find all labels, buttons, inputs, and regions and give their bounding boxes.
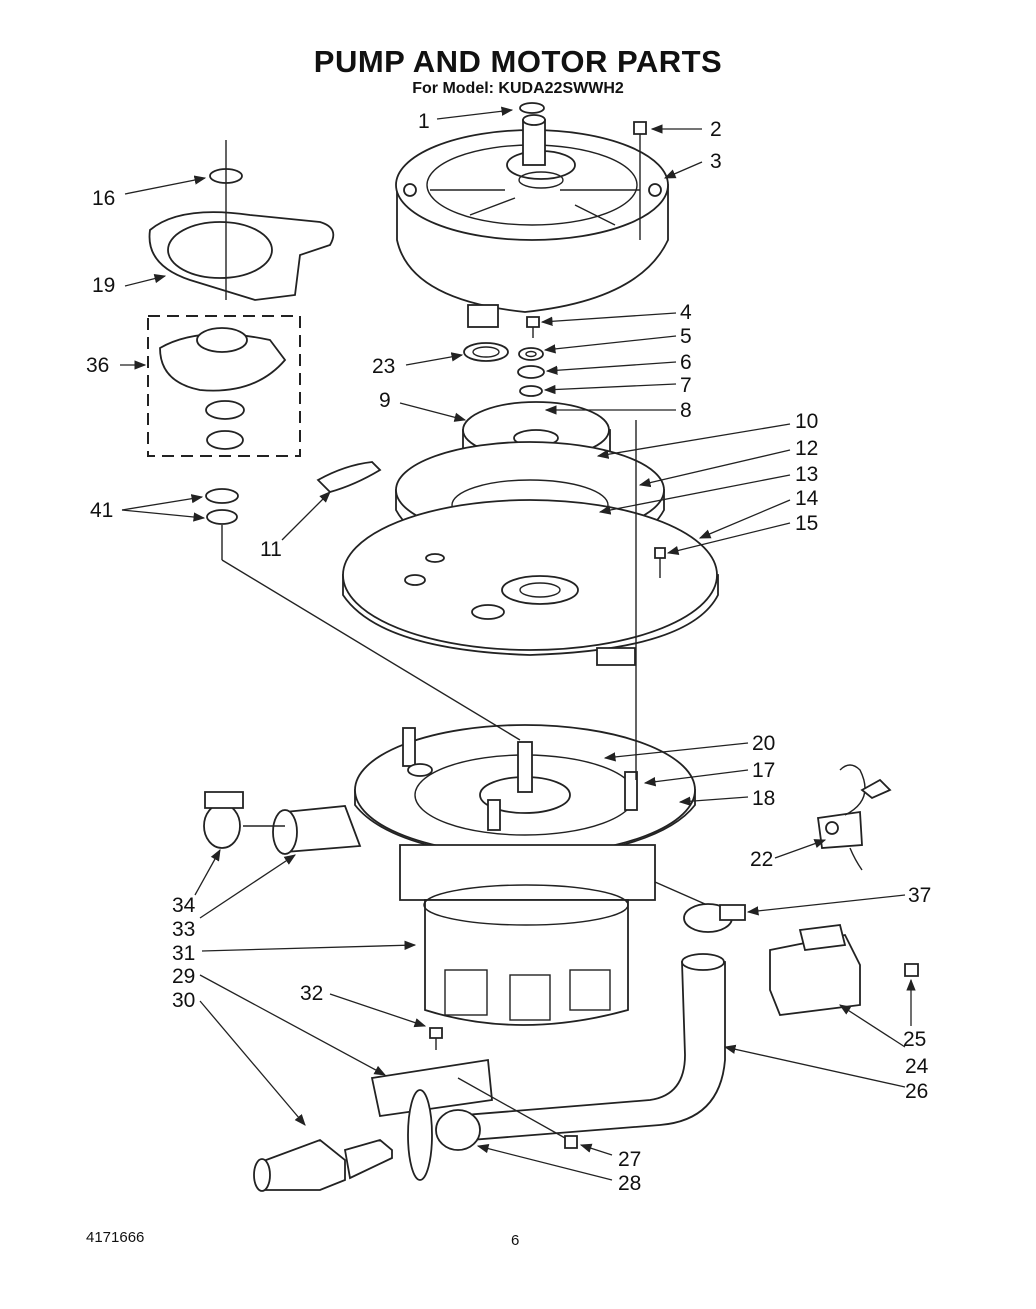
callout-32: 32 xyxy=(300,982,323,1005)
callout-34: 34 xyxy=(172,894,196,917)
callout-4: 4 xyxy=(680,301,692,324)
callout-3: 3 xyxy=(710,150,722,173)
sensor-with-wire xyxy=(816,764,892,871)
callout-26: 26 xyxy=(905,1080,928,1103)
lower-pump-housing xyxy=(354,724,696,861)
leader-lines xyxy=(120,106,916,1181)
callout-36: 36 xyxy=(86,354,109,377)
document-number: 4171666 xyxy=(86,1229,145,1246)
seal-assembly xyxy=(147,140,521,741)
callout-7: 7 xyxy=(680,374,692,397)
pump-motor xyxy=(399,844,656,1026)
callout-41: 41 xyxy=(90,499,113,522)
callout-15: 15 xyxy=(795,512,818,535)
callout-labels: 1 2 3 4 5 6 7 8 9 10 12 13 14 15 16 19 3… xyxy=(86,110,931,1195)
bracket-11 xyxy=(316,461,382,494)
callout-19: 19 xyxy=(92,274,115,297)
callout-1: 1 xyxy=(418,110,430,133)
callout-27: 27 xyxy=(618,1148,641,1171)
callout-23: 23 xyxy=(372,355,395,378)
model-subtitle: For Model: KUDA22SWWH2 xyxy=(412,80,624,97)
callout-6: 6 xyxy=(680,351,692,374)
callout-10: 10 xyxy=(795,410,818,433)
callout-9: 9 xyxy=(379,389,391,412)
bracket-and-fittings xyxy=(253,1027,578,1192)
callout-16: 16 xyxy=(92,187,115,210)
screw-15 xyxy=(654,547,666,559)
page-number: 6 xyxy=(511,1232,520,1249)
callout-28: 28 xyxy=(618,1172,641,1195)
thermal-switch xyxy=(769,924,919,1016)
callout-31: 31 xyxy=(172,942,195,965)
callout-22: 22 xyxy=(750,848,773,871)
callout-8: 8 xyxy=(680,399,692,422)
callout-14: 14 xyxy=(795,487,819,510)
pump-base-plate xyxy=(342,499,719,666)
page-title: PUMP AND MOTOR PARTS xyxy=(313,44,723,79)
callout-33: 33 xyxy=(172,918,195,941)
inlet-hose-and-clamp xyxy=(203,791,362,855)
callout-37: 37 xyxy=(908,884,931,907)
callout-29: 29 xyxy=(172,965,195,988)
drain-hose xyxy=(463,881,746,1141)
motor-housing xyxy=(395,114,669,328)
callout-13: 13 xyxy=(795,463,818,486)
callout-20: 20 xyxy=(752,732,775,755)
callout-5: 5 xyxy=(680,325,692,348)
callout-25: 25 xyxy=(903,1028,926,1051)
callout-11: 11 xyxy=(260,538,282,561)
callout-30: 30 xyxy=(172,989,195,1012)
callout-18: 18 xyxy=(752,787,775,810)
callout-2: 2 xyxy=(710,118,722,141)
callout-24: 24 xyxy=(905,1055,929,1078)
callout-12: 12 xyxy=(795,437,818,460)
callout-17: 17 xyxy=(752,759,775,782)
